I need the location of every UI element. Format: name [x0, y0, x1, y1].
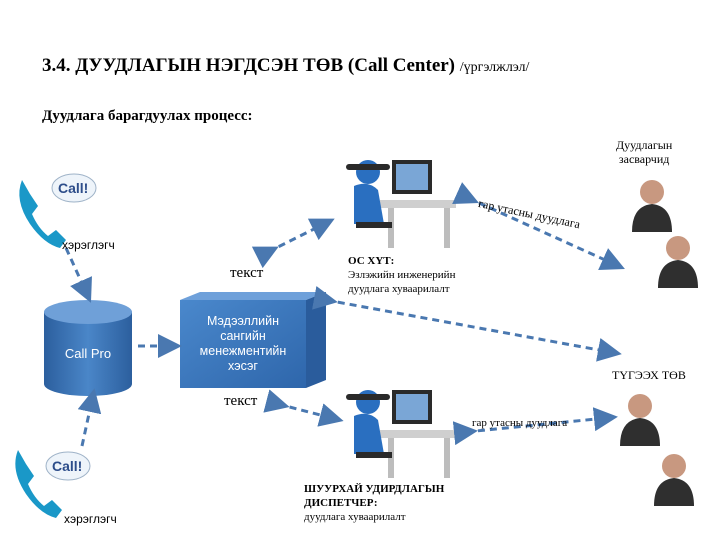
technician-3-icon: [620, 394, 660, 446]
arrow-user2-to-db: [77, 388, 102, 447]
title-suffix: /үргэлжлэл/: [459, 60, 530, 75]
dispatcher-label: ШУУРХАЙ УДИРДЛАГЫН ДИСПЕТЧЕР: дуудлага х…: [304, 483, 445, 523]
text-label-bottom: текст: [224, 393, 258, 409]
arrow-box-to-operator-bottom: [263, 389, 344, 427]
title-main: 3.4. ДУУДЛАГЫН НЭГДСЭН ТӨВ (Call Center): [42, 55, 456, 76]
text-label-top: текст: [230, 265, 264, 281]
technician-4-icon: [654, 454, 694, 506]
operator-bottom-icon: [346, 390, 456, 478]
page-title: 3.4. ДУУДЛАГЫН НЭГДСЭН ТӨВ (Call Center)…: [42, 55, 529, 77]
db-management-label: Мэдээллийн сангийн менежментийн хэсэг: [199, 314, 287, 373]
user-label-top: хэрэглэгч: [62, 238, 115, 252]
process-subtitle: Дуудлага барагдуулах процесс:: [42, 108, 253, 124]
arrow-operator-to-techs-top: [452, 182, 625, 270]
call-badge-bottom: Call!: [52, 458, 83, 474]
repair-staff-label: Дуудлагын засварчид: [616, 138, 673, 166]
call-badge-top: Call!: [58, 180, 89, 196]
oc-hut-label: ОС ХҮТ: Эзлэжийн инженерийн дуудлага хув…: [348, 255, 456, 295]
phone-icon-top: [19, 173, 97, 248]
supply-center-label: ТҮГЭЭХ ТӨВ: [612, 368, 686, 382]
phone-icon-bottom: [15, 450, 91, 518]
technician-1-icon: [632, 180, 672, 232]
arrow-box-to-operator-top: [251, 218, 335, 269]
technician-2-icon: [658, 236, 698, 288]
user-label-bottom: хэрэглэгч: [64, 512, 117, 526]
arrow-box-to-supply: [312, 286, 622, 362]
operator-top-icon: [346, 160, 456, 248]
call-pro-label: Call Pro: [64, 346, 112, 361]
mobile-call-label-bottom: гар утасны дуудлага: [472, 417, 568, 429]
arrow-user-to-db: [64, 247, 92, 303]
call-pro-database-icon: [44, 300, 132, 396]
